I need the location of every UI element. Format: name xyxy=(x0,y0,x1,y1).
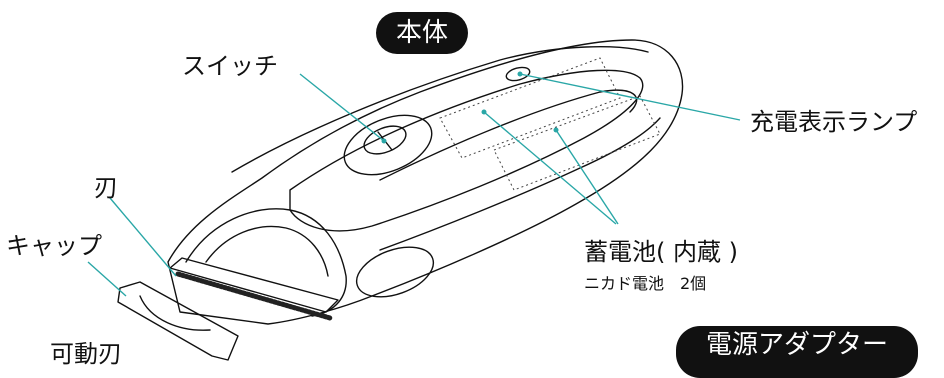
blade-leader xyxy=(109,197,177,277)
header-pill: 本体 xyxy=(376,12,468,54)
battery-leader-dot-2 xyxy=(553,127,559,133)
battery-cell-lower xyxy=(493,95,661,191)
movable-blade-label: 可動刃 xyxy=(50,340,122,368)
blade-label: 刃 xyxy=(94,174,118,202)
adapter-title: 電源アダプター xyxy=(705,330,888,360)
cap-leader xyxy=(87,261,127,297)
switch-label: スイッチ xyxy=(182,52,278,80)
switch-leader xyxy=(299,73,385,142)
battery-leader-dot-1 xyxy=(481,109,487,115)
battery-label: 蓄電池( 内蔵 ) xyxy=(584,238,738,266)
lamp-leader xyxy=(519,73,741,121)
charge-lamp-label: 充電表示ランプ xyxy=(750,108,918,136)
lamp-leader-dot xyxy=(517,71,523,77)
clipper-rear-grip xyxy=(355,246,435,298)
battery-leader-2 xyxy=(555,129,619,225)
charge-lamp-shape xyxy=(505,66,531,82)
switch-leader-dot xyxy=(381,138,387,144)
battery-leader-1 xyxy=(483,111,617,225)
blade-head xyxy=(169,257,339,313)
adapter-pill: 電源アダプター xyxy=(676,326,918,378)
switch-knob xyxy=(363,125,407,155)
switch-bezel xyxy=(343,114,433,176)
clipper-body-outline xyxy=(167,39,684,325)
clipper-groove xyxy=(379,89,638,181)
cap-shape xyxy=(117,281,239,361)
clipper-head-arch xyxy=(185,208,347,317)
blade-teeth xyxy=(175,271,333,321)
battery-cell-upper xyxy=(439,57,621,159)
battery-sublabel: ニカド電池 2個 xyxy=(584,274,707,293)
clipper-head-arch-inner xyxy=(205,225,329,277)
header-title: 本体 xyxy=(395,18,448,48)
cap-label: キャップ xyxy=(6,232,102,260)
clipper-lower-panel xyxy=(379,117,661,251)
clipper-top-ridge xyxy=(231,46,649,173)
diagram-canvas: 本体 スイッチ 充電表示ランプ 刃 キャップ 蓄電池( 内蔵 ) ニカド電池 2… xyxy=(6,12,918,378)
cap-curve xyxy=(139,295,211,331)
clipper-illustration xyxy=(87,39,741,361)
